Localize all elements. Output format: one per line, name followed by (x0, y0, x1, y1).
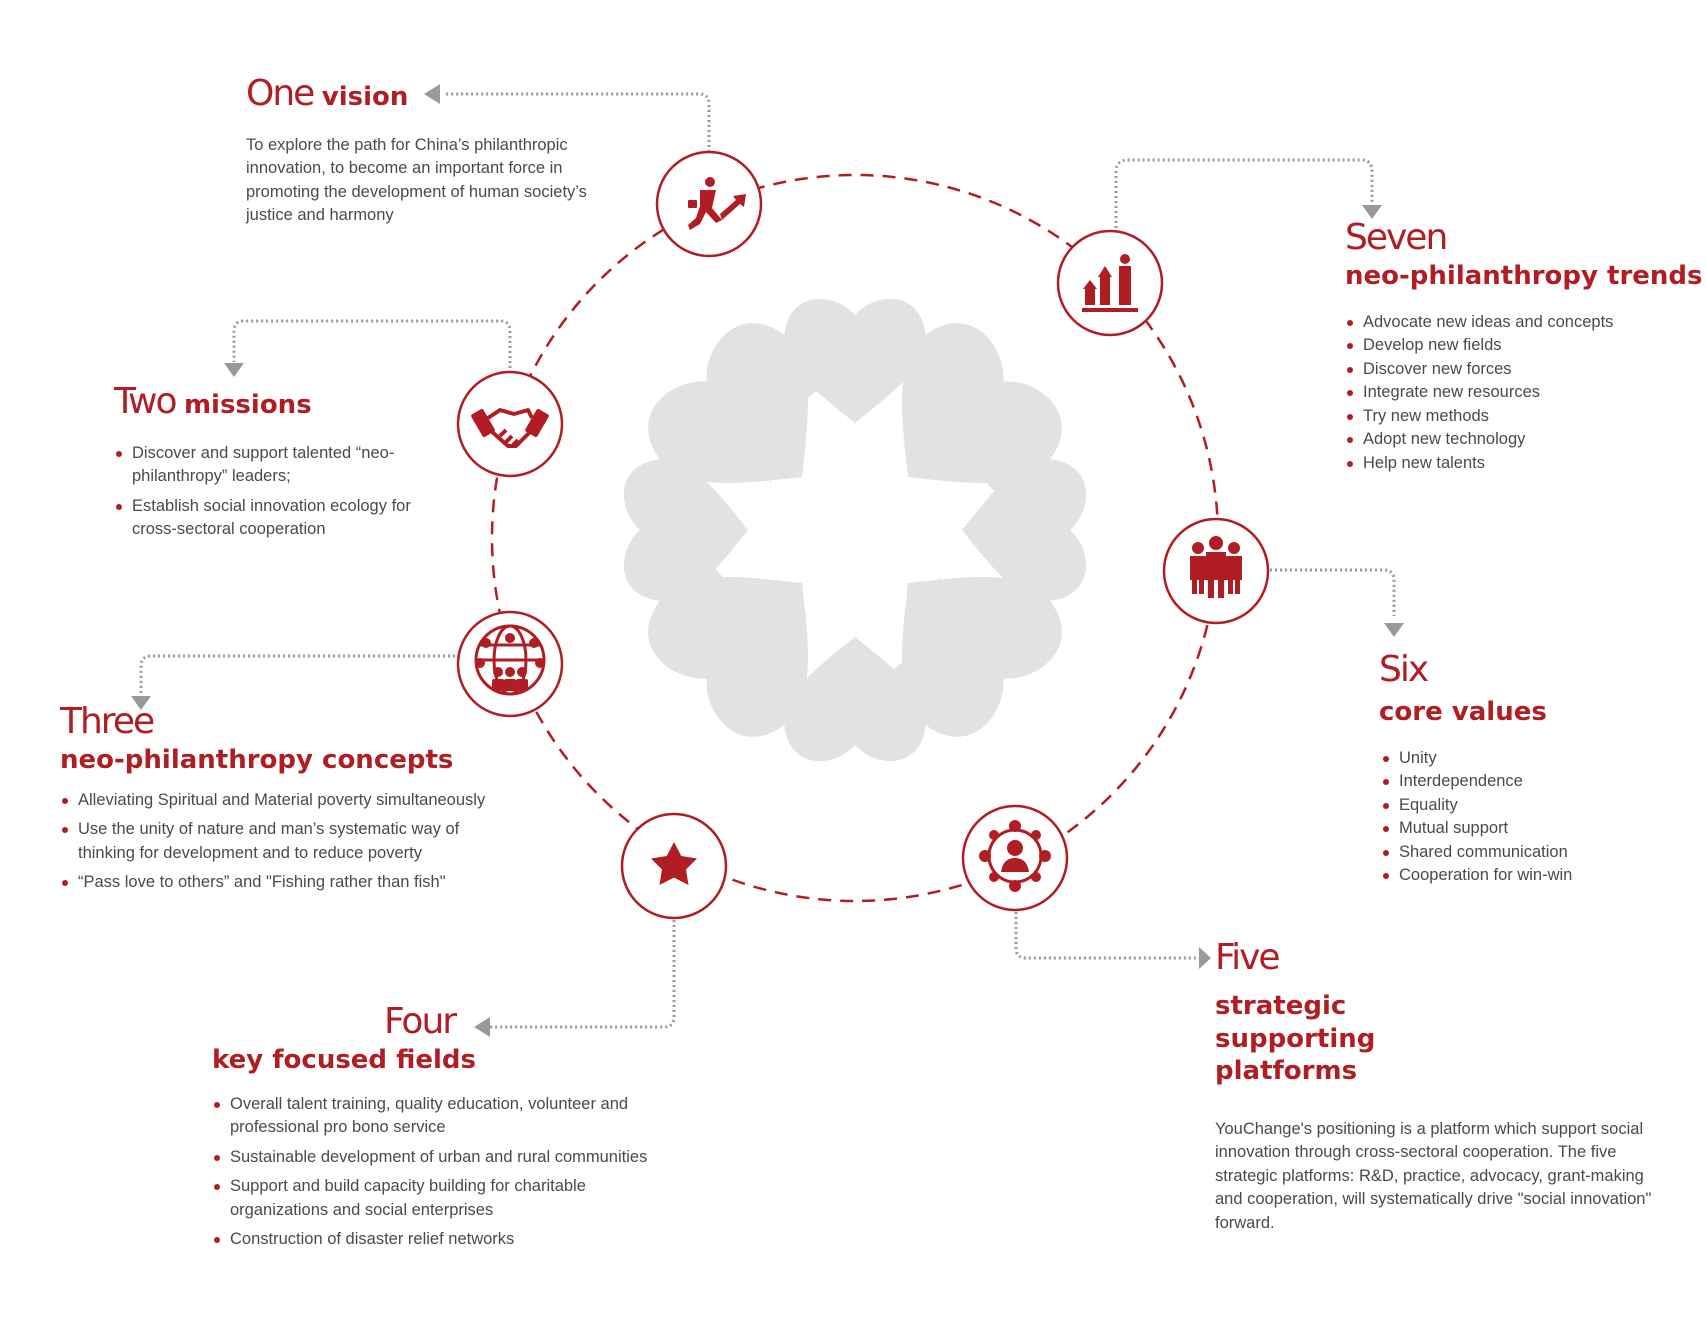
section-description: To explore the path for China’s philanth… (246, 134, 626, 228)
section-subtitle: strategic supporting platforms (1215, 990, 1515, 1088)
section-four: Four key focused fields Overall talent t… (212, 1004, 692, 1258)
section-number: Four (212, 1004, 692, 1040)
list-item: Mutual support (1381, 817, 1679, 841)
list-item: Support and build capacity building for … (212, 1175, 640, 1222)
section-subtitle: key focused fields (212, 1044, 692, 1077)
section-list: Discover and support talented “neo-phila… (114, 442, 454, 542)
section-subtitle: vision (322, 82, 409, 112)
hearts-flower-icon (624, 299, 1086, 761)
list-item: Shared communication (1381, 841, 1679, 865)
list-item: Help new talents (1345, 452, 1695, 476)
section-subtitle: core values (1379, 696, 1679, 729)
list-item: Cooperation for win-win (1381, 864, 1679, 888)
list-item: Unity (1381, 747, 1679, 771)
section-three: Three neo-philanthropy concepts Alleviat… (60, 704, 540, 901)
list-item: Discover and support talented “neo-phila… (114, 442, 454, 489)
section-number: Two (114, 381, 176, 422)
list-item: Construction of disaster relief networks (212, 1228, 672, 1252)
list-item: Sustainable development of urban and rur… (212, 1146, 672, 1170)
section-number: Five (1215, 940, 1675, 976)
section-list: Unity Interdependence Equality Mutual su… (1379, 747, 1679, 888)
list-item: Develop new fields (1345, 334, 1695, 358)
section-five: Five strategic supporting platforms YouC… (1215, 940, 1675, 1235)
list-item: Try new methods (1345, 405, 1695, 429)
section-number: Seven (1345, 220, 1695, 256)
list-item: “Pass love to others” and "Fishing rathe… (60, 871, 540, 895)
section-subtitle: neo-philanthropy trends (1345, 260, 1695, 293)
section-number: Six (1379, 652, 1679, 688)
list-item: Use the unity of nature and man’s system… (60, 818, 508, 865)
section-description: YouChange's positioning is a platform wh… (1215, 1118, 1665, 1236)
list-item: Establish social innovation ecology for … (114, 495, 454, 542)
list-item: Adopt new technology (1345, 428, 1695, 452)
section-one: One vision To explore the path for China… (246, 76, 626, 228)
list-item: Interdependence (1381, 770, 1679, 794)
section-number: One (246, 73, 313, 114)
section-seven: Seven neo-philanthropy trends Advocate n… (1345, 220, 1695, 475)
list-item: Discover new forces (1345, 358, 1695, 382)
network-globe-icon (475, 626, 545, 694)
section-two: Two missions Discover and support talent… (114, 384, 454, 548)
section-list: Overall talent training, quality educati… (212, 1093, 672, 1252)
section-list: Alleviating Spiritual and Material pover… (60, 789, 540, 895)
section-six: Six core values Unity Interdependence Eq… (1379, 652, 1679, 888)
section-subtitle: missions (184, 390, 312, 420)
list-item: Equality (1381, 794, 1679, 818)
section-list: Advocate new ideas and concepts Develop … (1345, 311, 1695, 476)
section-number: Three (60, 704, 540, 740)
section-subtitle: neo-philanthropy concepts (60, 744, 540, 777)
list-item: Integrate new resources (1345, 381, 1695, 405)
list-item: Overall talent training, quality educati… (212, 1093, 672, 1140)
list-item: Alleviating Spiritual and Material pover… (60, 789, 540, 813)
list-item: Advocate new ideas and concepts (1345, 311, 1695, 335)
